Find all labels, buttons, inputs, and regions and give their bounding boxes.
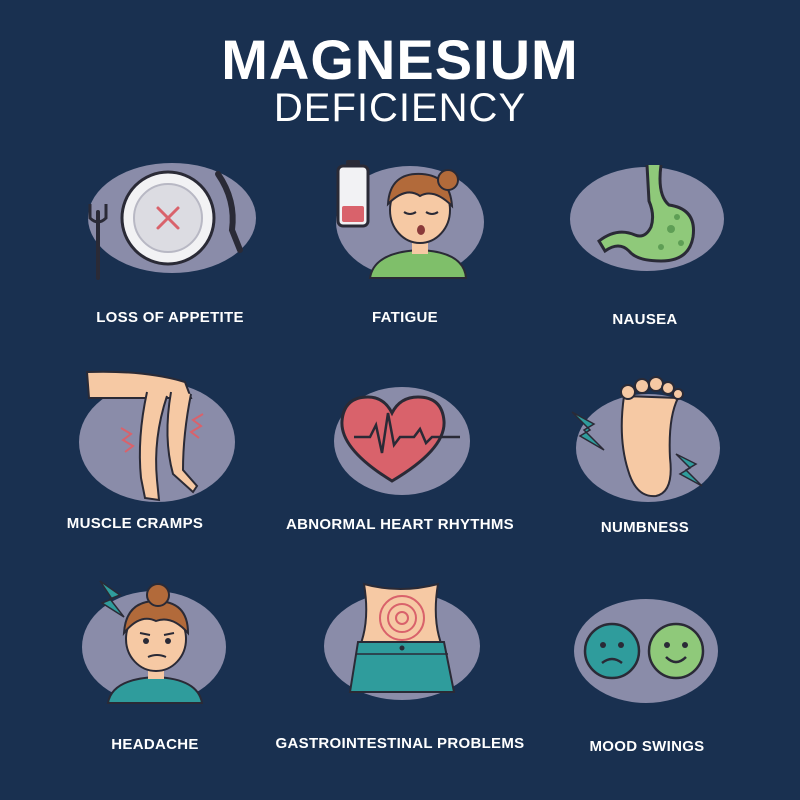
symptom-numbness: NUMBNESS <box>570 376 720 536</box>
symptom-label: GASTROINTESTINAL PROBLEMS <box>275 735 525 752</box>
symptom-label: NUMBNESS <box>600 519 690 536</box>
page-subtitle: DEFICIENCY <box>273 86 527 130</box>
symptom-label: ABNORMAL HEART RHYTHMS <box>286 516 514 533</box>
symptom-muscle-cramps: MUSCLE CRAMPS <box>67 368 245 532</box>
page-title: MAGNESIUM <box>221 28 579 91</box>
symptom-label: MUSCLE CRAMPS <box>66 515 204 532</box>
symptom-label: LOSS OF APPETITE <box>96 309 244 326</box>
woman-headache-icon <box>82 580 226 704</box>
symptom-abnormal-heart-rhythms: ABNORMAL HEART RHYTHMS <box>286 385 514 533</box>
stomach-icon <box>570 164 724 271</box>
symptom-fatigue: FATIGUE <box>330 160 484 326</box>
symptom-label: NAUSEA <box>612 311 678 328</box>
belly-pain-icon <box>324 582 480 700</box>
sad-happy-faces-icon <box>574 599 718 703</box>
symptom-label: MOOD SWINGS <box>589 738 705 755</box>
symptom-nausea: NAUSEA <box>565 164 725 328</box>
symptom-headache: HEADACHE <box>80 575 230 753</box>
foot-numbness-icon <box>571 376 720 502</box>
symptom-mood-swings: MOOD SWINGS <box>572 595 722 755</box>
legs-cramp-icon <box>79 370 235 502</box>
symptom-label: FATIGUE <box>372 309 438 326</box>
symptom-gastrointestinal-problems: GASTROINTESTINAL PROBLEMS <box>276 580 524 752</box>
plate-fork-knife-icon <box>88 163 256 280</box>
symptom-label: HEADACHE <box>111 736 199 753</box>
heart-ecg-icon <box>334 387 470 495</box>
tired-woman-low-battery-icon <box>336 160 484 279</box>
symptom-loss-of-appetite: LOSS OF APPETITE <box>80 160 260 326</box>
